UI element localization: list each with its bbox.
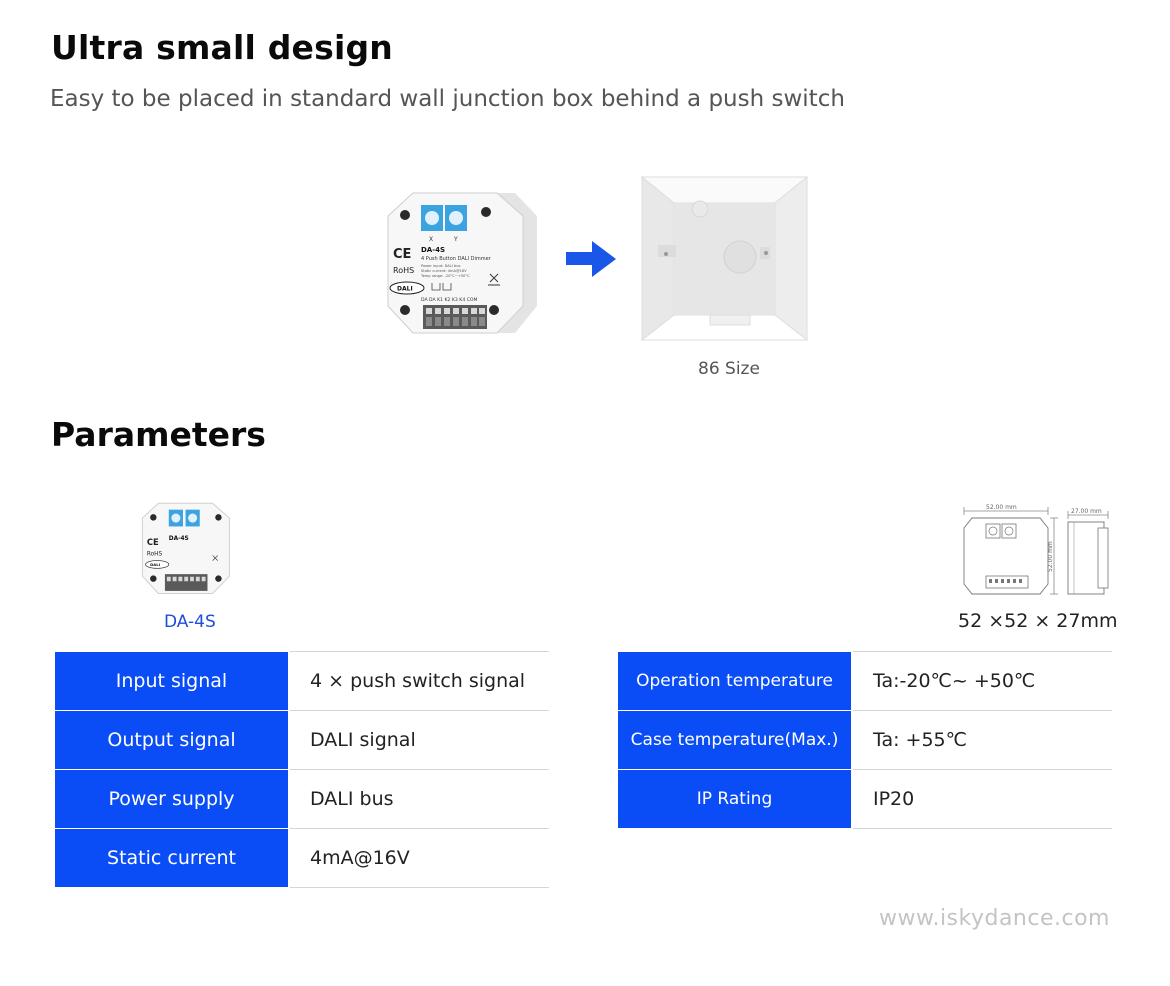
param-key: Static current (55, 828, 289, 888)
table-row: IP Rating IP20 (618, 769, 1112, 829)
device-image-large: X Y CE RoHS DA-4S 4 Push Button DALI Dim… (387, 192, 537, 334)
table-row: Input signal 4 × push switch signal (55, 651, 549, 711)
junction-box-caption: 86 Size (698, 359, 760, 379)
table-row: Power supply DALI bus (55, 769, 549, 829)
param-value: DALI bus (288, 769, 549, 829)
ce-mark: CE (147, 537, 159, 547)
section-subtitle-design: Easy to be placed in standard wall junct… (50, 86, 845, 112)
table-row: Static current 4mA@16V (55, 828, 549, 888)
param-value: DALI signal (288, 710, 549, 770)
param-key: Operation temperature (618, 651, 852, 711)
device-dimensions-label: 52 ×52 × 27mm (958, 610, 1118, 632)
param-key: IP Rating (618, 769, 852, 829)
param-value: Ta: +55℃ (851, 710, 1112, 770)
dali-logo: DALI (397, 286, 413, 293)
section-title-parameters: Parameters (51, 415, 266, 454)
website-url: www.iskydance.com (878, 906, 1110, 931)
device-model-text: DA-4S (421, 246, 445, 254)
table-row: Operation temperature Ta:-20℃~ +50℃ (618, 651, 1112, 711)
parameters-table-left: Input signal 4 × push switch signal Outp… (55, 651, 549, 888)
param-value: 4mA@16V (288, 828, 549, 888)
dimension-drawing: 52.00 mm 52.00 mm 27.00 mm (963, 504, 1109, 595)
section-title-design: Ultra small design (51, 28, 393, 67)
height-dimension-label: 52.00 mm (1047, 541, 1054, 572)
dali-logo: DALI (150, 562, 161, 567)
device-spec-line: Power input: DALI bus (421, 264, 461, 268)
junction-box-image (640, 175, 809, 342)
terminal-labels: DA DA K1 K2 K3 K4 COM (421, 297, 478, 303)
param-key: Power supply (55, 769, 289, 829)
ce-mark: CE (393, 247, 411, 262)
param-value: Ta:-20℃~ +50℃ (851, 651, 1112, 711)
table-row: Output signal DALI signal (55, 710, 549, 770)
dial-y-label: Y (453, 236, 458, 243)
device-spec-line: Static current: 4mA@16V (421, 269, 467, 273)
rohs-mark: RoHS (393, 266, 414, 275)
param-key: Input signal (55, 651, 289, 711)
param-value: 4 × push switch signal (288, 651, 549, 711)
arrow-right-icon (566, 241, 616, 277)
depth-dimension-label: 27.00 mm (1071, 508, 1102, 515)
device-spec-line: Temp range: -20°C~+50°C (420, 274, 470, 278)
device-image-small: CE RoHS DA-4S DALI (141, 502, 230, 594)
param-value: IP20 (851, 769, 1112, 829)
rohs-mark: RoHS (147, 551, 163, 557)
param-key: Output signal (55, 710, 289, 770)
device-model-text: DA-4S (169, 536, 189, 542)
width-dimension-label: 52.00 mm (986, 504, 1017, 511)
parameters-table-right: Operation temperature Ta:-20℃~ +50℃ Case… (618, 651, 1112, 829)
table-row: Case temperature(Max.) Ta: +55℃ (618, 710, 1112, 770)
dial-x-label: X (429, 236, 433, 243)
param-key: Case temperature(Max.) (618, 710, 852, 770)
device-desc-text: 4 Push Button DALI Dimmer (421, 256, 492, 262)
device-model-label: DA-4S (164, 612, 216, 632)
